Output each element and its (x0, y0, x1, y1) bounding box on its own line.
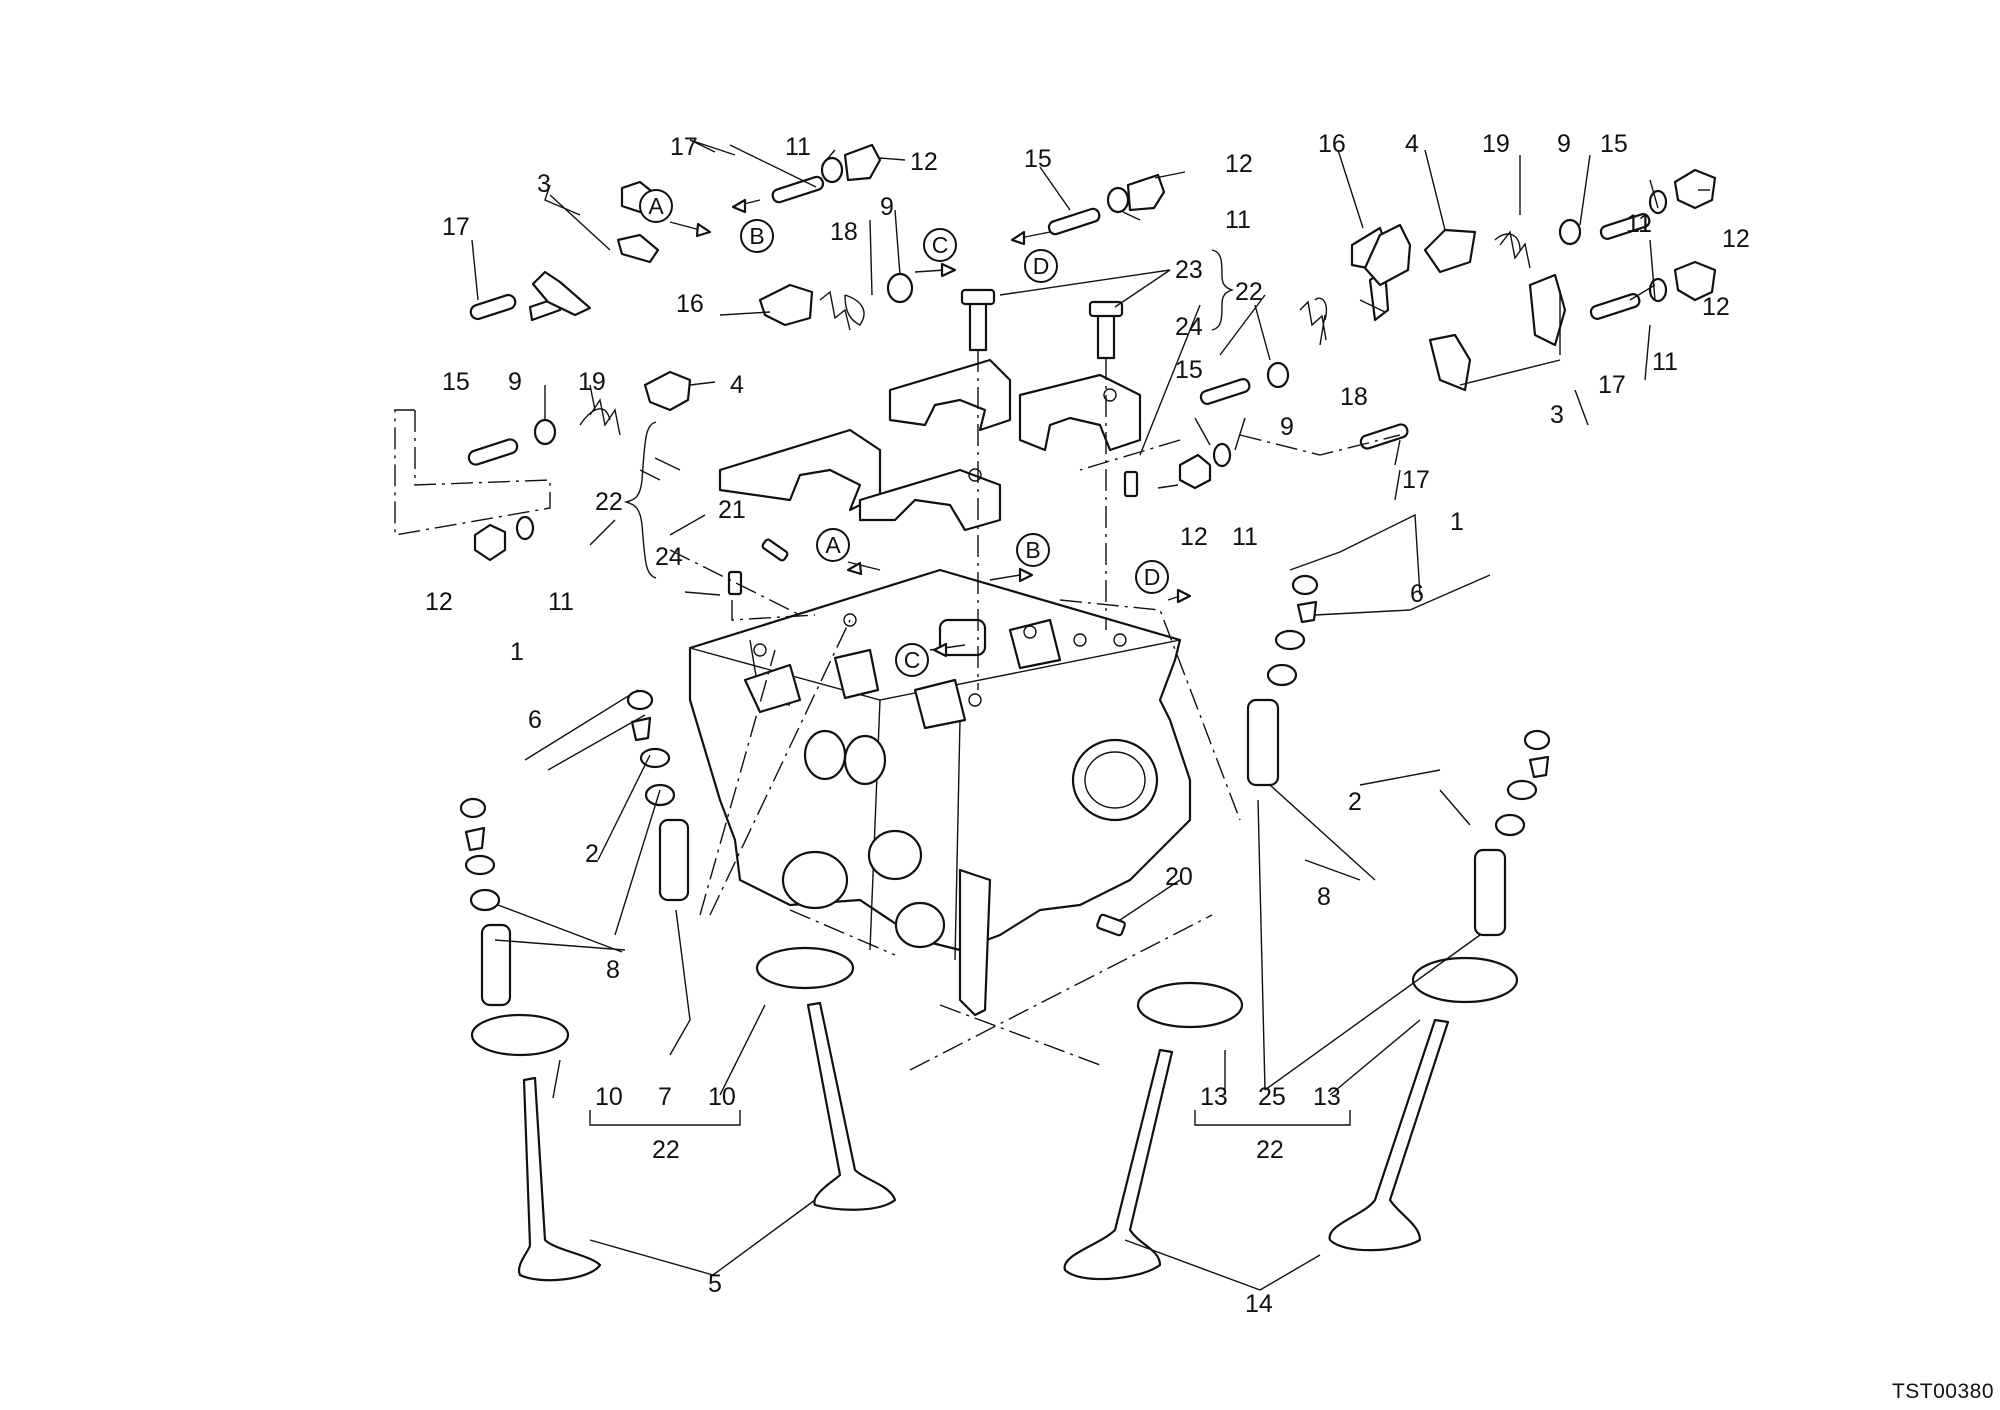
callout-22: 22 (652, 1136, 680, 1164)
marker-c-top: C (914, 228, 957, 278)
callout-4: 4 (1405, 130, 1419, 158)
callout-19: 19 (1482, 130, 1510, 158)
callout-9: 9 (508, 368, 522, 396)
callout-1: 1 (510, 638, 524, 666)
callout-6: 6 (528, 706, 542, 734)
callout-11: 11 (1225, 206, 1251, 234)
callout-11: 11 (1652, 348, 1678, 376)
callout-17: 17 (670, 133, 698, 161)
callout-24: 24 (1175, 313, 1203, 341)
camshaft-caps (718, 358, 1142, 532)
callout-9: 9 (1280, 413, 1294, 441)
svg-text:C: C (932, 232, 949, 258)
callout-15: 15 (442, 368, 470, 396)
callout-9: 9 (1557, 130, 1571, 158)
callout-7: 7 (658, 1083, 672, 1111)
callout-1: 1 (1450, 508, 1464, 536)
callout-18: 18 (1340, 383, 1368, 411)
marker-c-head: C (895, 642, 966, 677)
callout-13: 13 (1200, 1083, 1228, 1111)
callout-13: 13 (1313, 1083, 1341, 1111)
callout-12: 12 (910, 148, 938, 176)
callout-12: 12 (425, 588, 453, 616)
dowel-24-left (727, 570, 743, 596)
callout-17: 17 (1402, 466, 1430, 494)
callout-3: 3 (1550, 401, 1564, 429)
svg-text:B: B (1025, 537, 1040, 563)
marker-b-head: B (989, 533, 1050, 583)
marker-d-top: D (1010, 230, 1058, 283)
callout-15: 15 (1175, 356, 1203, 384)
callout-3: 3 (537, 170, 551, 198)
section-markers: A B C D A B C (639, 189, 1192, 677)
marker-a-top: A (639, 189, 712, 238)
callout-2: 2 (585, 840, 599, 868)
callout-15: 15 (1024, 145, 1052, 173)
callout-12: 12 (1722, 225, 1750, 253)
marker-b-top: B (731, 198, 774, 253)
callout-9: 9 (880, 193, 894, 221)
callout-12: 12 (1702, 293, 1730, 321)
callout-11: 11 (1232, 523, 1258, 551)
callout-8: 8 (1317, 883, 1331, 911)
callout-17: 17 (442, 213, 470, 241)
callout-22: 22 (1235, 278, 1263, 306)
callout-24: 24 (655, 543, 683, 571)
callout-12: 12 (1225, 150, 1253, 178)
callout-19: 19 (578, 368, 606, 396)
plug-21 (761, 538, 789, 562)
callout-25: 25 (1258, 1083, 1286, 1111)
callout-14: 14 (1245, 1290, 1273, 1318)
drawing-code: TST00380 (1891, 1380, 1994, 1403)
svg-text:A: A (648, 193, 664, 219)
callout-11: 11 (548, 588, 574, 616)
marker-d-head: D (1135, 560, 1192, 604)
callout-4: 4 (730, 371, 744, 399)
svg-text:C: C (904, 647, 921, 673)
dowel-24-right (1123, 470, 1139, 498)
callout-11: 11 (1626, 210, 1652, 238)
callout-23: 23 (1175, 256, 1203, 284)
callout-6: 6 (1410, 580, 1424, 608)
svg-text:D: D (1144, 564, 1161, 590)
callout-labels: 17 11 12 3 17 18 9 16 15 9 19 4 12 11 22… (425, 130, 1750, 1318)
callout-15: 15 (1600, 130, 1628, 158)
callout-20: 20 (1165, 863, 1193, 891)
valve-components (459, 574, 1551, 1282)
callout-22: 22 (1256, 1136, 1284, 1164)
assembly-lines (394, 350, 1401, 1071)
callout-2: 2 (1348, 788, 1362, 816)
callout-18: 18 (830, 218, 858, 246)
callout-17: 17 (1598, 371, 1626, 399)
callout-10: 10 (708, 1083, 736, 1111)
svg-text:A: A (825, 532, 841, 558)
callout-11: 11 (785, 133, 811, 161)
callout-8: 8 (606, 956, 620, 984)
marker-a-head: A (816, 528, 881, 576)
plug-20 (1096, 913, 1126, 937)
cylinder-head (688, 568, 1192, 1017)
callout-22: 22 (595, 488, 623, 516)
callout-10: 10 (595, 1083, 623, 1111)
rocker-components (467, 143, 1717, 562)
svg-text:B: B (749, 223, 764, 249)
leader-lines (471, 139, 1710, 1291)
callout-5: 5 (708, 1270, 722, 1298)
cap-bolts (960, 288, 1124, 360)
callout-16: 16 (1318, 130, 1346, 158)
callout-16: 16 (676, 290, 704, 318)
callout-12: 12 (1180, 523, 1208, 551)
svg-text:D: D (1033, 253, 1050, 279)
callout-21: 21 (718, 496, 746, 524)
